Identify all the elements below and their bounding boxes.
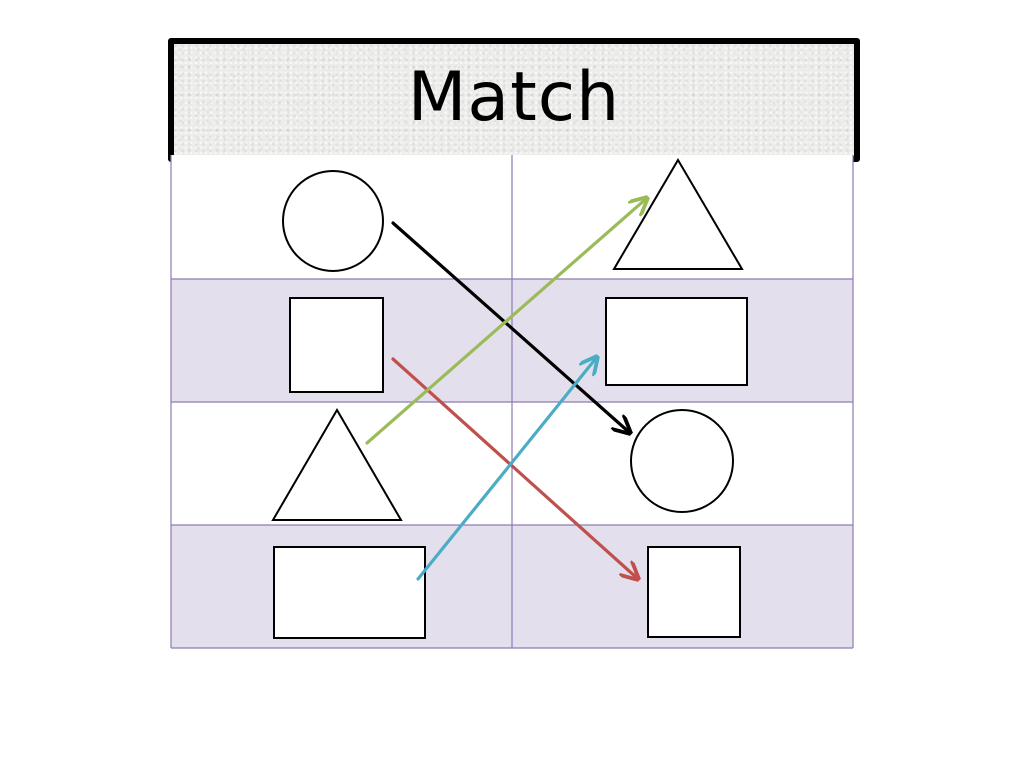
table-grid — [170, 155, 854, 649]
triangle-match-arrow — [365, 198, 647, 445]
title-banner: Match — [168, 38, 860, 162]
shapes — [271, 158, 748, 639]
left-square-shape — [289, 297, 384, 393]
page-title: Match — [407, 57, 621, 137]
right-rectangle-shape — [605, 297, 748, 386]
right-square-shape — [647, 546, 741, 638]
left-rectangle-shape — [273, 546, 426, 639]
left-triangle-shape — [271, 408, 403, 521]
left-circle-shape — [282, 170, 384, 272]
connection-arrows — [365, 198, 647, 581]
circle-match-arrow — [391, 221, 630, 433]
right-circle-shape — [630, 409, 734, 513]
square-match-arrow — [391, 357, 638, 579]
rectangle-match-arrow — [416, 357, 597, 581]
